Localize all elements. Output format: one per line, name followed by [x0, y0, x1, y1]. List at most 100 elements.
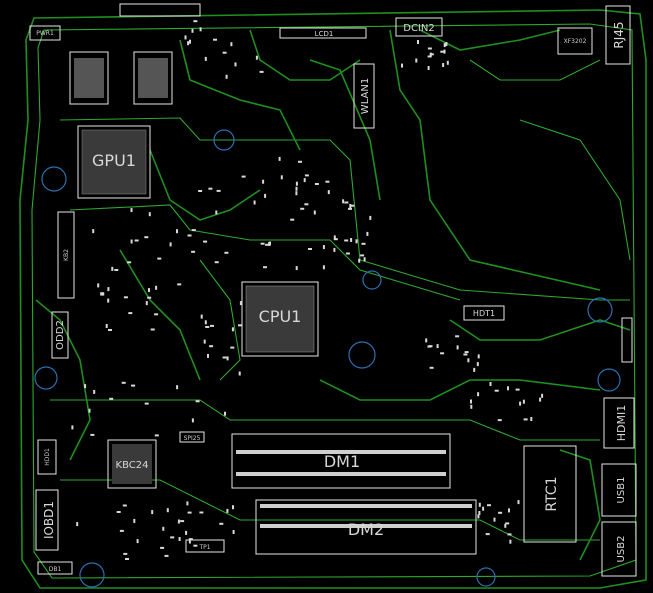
smd-pad	[178, 537, 181, 541]
gpu-label: GPU1	[92, 151, 136, 170]
smd-pad	[358, 258, 361, 263]
hdt-label: HDT1	[473, 309, 495, 318]
smd-pad	[443, 49, 446, 54]
smd-pad	[314, 183, 319, 185]
smd-pad	[116, 511, 121, 513]
smd-pad	[530, 417, 533, 421]
smd-pad	[213, 38, 217, 41]
smd-pad	[108, 329, 112, 331]
cpu-chip: CPU1	[241, 281, 319, 357]
smd-pad	[360, 254, 365, 257]
smd-pad	[268, 241, 271, 246]
smd-pad	[456, 345, 459, 350]
rtc-battery: RTC1	[523, 445, 577, 543]
smd-pad	[122, 504, 127, 507]
smd-pad	[215, 210, 218, 215]
smd-pad	[71, 425, 74, 430]
smd-pad	[184, 35, 187, 40]
smd-pad	[325, 180, 330, 183]
smd-pad	[263, 266, 267, 269]
smd-pad	[509, 539, 512, 544]
smd-pad	[295, 266, 298, 271]
smd-pad	[322, 265, 325, 270]
smd-pad	[304, 174, 309, 177]
smd-pad	[166, 508, 169, 513]
smd-pad	[193, 544, 198, 547]
smd-pad	[345, 252, 350, 255]
smd-pad	[344, 239, 349, 242]
smd-pad	[191, 250, 196, 253]
smd-pad	[487, 504, 491, 507]
smd-pad	[517, 500, 520, 505]
touchpad-connector: TP1	[185, 539, 225, 553]
smd-pad	[125, 558, 129, 560]
smd-pad	[204, 320, 207, 325]
smd-pad	[203, 339, 206, 344]
xfmr-part: XF3202	[557, 27, 593, 55]
smd-pad	[208, 187, 213, 190]
smd-pad	[128, 312, 133, 315]
smd-pad	[401, 63, 403, 68]
smd-pad	[477, 392, 480, 397]
rtc-label: RTC1	[544, 476, 560, 511]
odd-label: ODD2	[55, 320, 66, 350]
smd-pad	[515, 388, 520, 391]
smd-pad	[342, 199, 345, 204]
smd-pad	[199, 27, 202, 32]
wlan-label: WLAN1	[360, 78, 371, 114]
smd-pad	[494, 389, 499, 392]
smd-pad	[186, 501, 189, 506]
smd-pad	[119, 529, 124, 532]
smd-pad	[105, 324, 108, 328]
smd-pad	[278, 156, 281, 161]
smd-pad	[290, 218, 295, 221]
smd-pad	[187, 234, 192, 237]
smd-pad	[427, 55, 432, 58]
smd-pad	[222, 356, 227, 359]
smd-pad	[417, 40, 419, 44]
right-edge-connector	[621, 317, 633, 363]
kbc-chip: KBC24	[107, 439, 157, 489]
smd-pad	[327, 190, 330, 195]
smd-pad	[130, 239, 133, 244]
cpu-label: CPU1	[259, 307, 302, 326]
dm1-slot: DM1	[231, 433, 451, 489]
smd-pad	[463, 353, 468, 356]
smd-pad	[428, 345, 433, 348]
smd-pad	[191, 418, 194, 423]
smd-pad	[443, 43, 446, 48]
usb1-connector: USB1	[601, 463, 637, 517]
mount-holes	[34, 129, 621, 588]
smd-pad	[476, 362, 479, 367]
dm2-label: DM2	[348, 520, 384, 539]
smd-pad	[191, 229, 196, 232]
smd-pad	[170, 536, 175, 539]
dcin-connector: DCIN2	[395, 17, 443, 37]
board-outline	[19, 9, 647, 589]
db-connector: DB1	[37, 561, 73, 575]
hdt-part: HDT1	[463, 305, 505, 321]
smd-pad	[169, 242, 172, 247]
smd-pad	[232, 530, 235, 534]
smd-pad	[136, 539, 139, 544]
usb2-label: USB2	[616, 536, 627, 563]
routing-traces	[35, 29, 631, 561]
smd-pad	[303, 178, 306, 183]
small-components	[71, 20, 544, 560]
smd-pad	[363, 257, 366, 262]
smd-pad	[350, 204, 355, 207]
smd-pad	[348, 207, 352, 210]
smd-pad	[160, 546, 165, 549]
smd-pad	[238, 324, 242, 327]
smd-pad	[145, 301, 148, 306]
smd-pad	[519, 401, 522, 406]
smd-pad	[427, 66, 430, 70]
hdmi-connector: HDMI1	[603, 397, 635, 449]
smd-pad	[225, 74, 228, 79]
smd-pad	[176, 229, 178, 234]
smd-pad	[280, 175, 283, 180]
smd-pad	[188, 539, 191, 544]
smd-pad	[333, 235, 336, 240]
smd-pad	[464, 351, 469, 354]
